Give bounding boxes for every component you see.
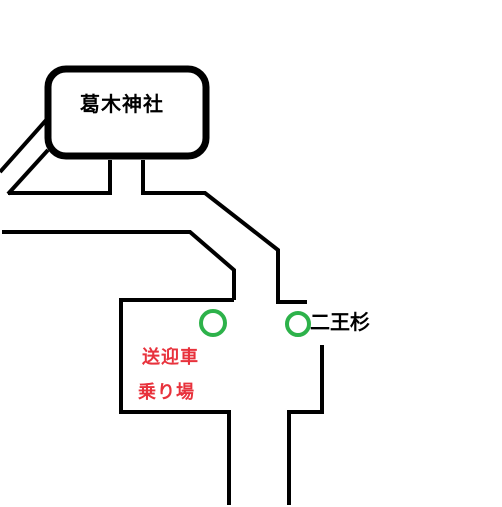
shuttle-label-line1: 送迎車 <box>142 347 199 368</box>
shrine-label: 葛木神社 <box>80 92 164 116</box>
road-southeast <box>287 345 324 505</box>
shuttle-label-line2: 乗り場 <box>138 382 195 403</box>
road-northwest-outer <box>0 116 50 174</box>
marker-niou-circle <box>285 311 311 337</box>
road-inner-bend <box>2 230 236 300</box>
marker-shuttle-circle <box>199 309 227 337</box>
road-shuttle-lot <box>119 298 234 505</box>
road-east-branch <box>141 160 307 304</box>
road-northwest-base <box>8 160 112 195</box>
road-northwest-inner <box>6 148 50 196</box>
shrine-box <box>44 65 210 160</box>
niou-sugi-label: 二王杉 <box>310 310 370 334</box>
